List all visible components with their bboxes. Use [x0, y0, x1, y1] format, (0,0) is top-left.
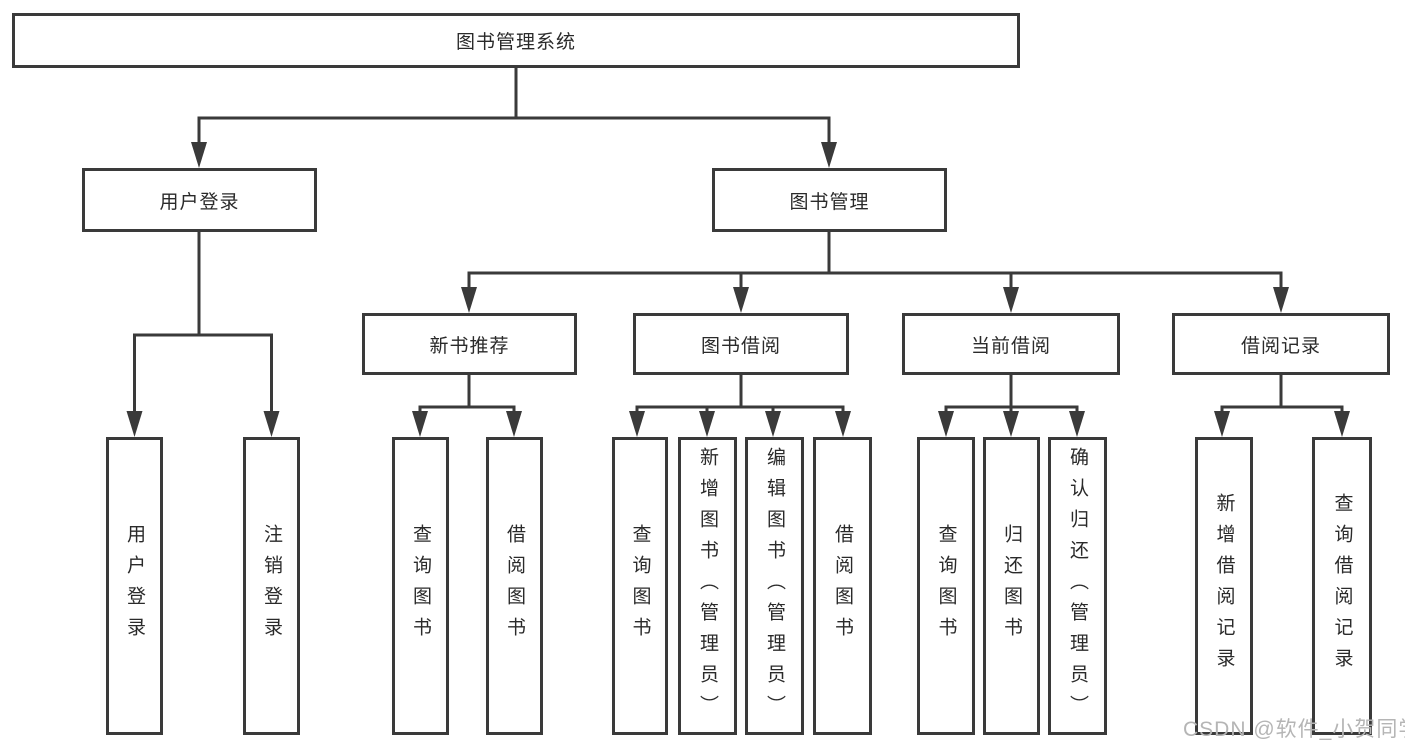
leaf-add-borrow-record: 新增借阅记录	[1195, 437, 1253, 735]
node-book-borrow: 图书借阅	[633, 313, 849, 375]
arrowheads	[126, 142, 1350, 437]
leaf-logout: 注销登录	[243, 437, 300, 735]
connector-paths	[133, 68, 1344, 414]
node-new-book-recommend: 新书推荐	[362, 313, 577, 375]
leaf-edit-books-admin: 编辑图书（管理员）	[745, 437, 804, 735]
csdn-watermark: CSDN @软件_小贺同学	[1183, 718, 1405, 741]
leaf-user-login: 用户登录	[106, 437, 163, 735]
leaf-return-books: 归还图书	[983, 437, 1040, 735]
leaf-borrow-books-recommend: 借阅图书	[486, 437, 543, 735]
leaf-query-books-current: 查询图书	[917, 437, 975, 735]
leaf-borrow-books: 借阅图书	[813, 437, 872, 735]
node-borrow-records: 借阅记录	[1172, 313, 1390, 375]
leaf-query-borrow-record: 查询借阅记录	[1312, 437, 1372, 735]
leaf-query-books-borrow: 查询图书	[612, 437, 668, 735]
node-current-borrow: 当前借阅	[902, 313, 1120, 375]
leaf-query-books-recommend: 查询图书	[392, 437, 449, 735]
node-user-login: 用户登录	[82, 168, 317, 232]
leaf-confirm-return-admin: 确认归还（管理员）	[1048, 437, 1107, 735]
node-book-management: 图书管理	[712, 168, 947, 232]
leaf-add-books-admin: 新增图书（管理员）	[678, 437, 737, 735]
node-root-system: 图书管理系统	[12, 13, 1020, 68]
